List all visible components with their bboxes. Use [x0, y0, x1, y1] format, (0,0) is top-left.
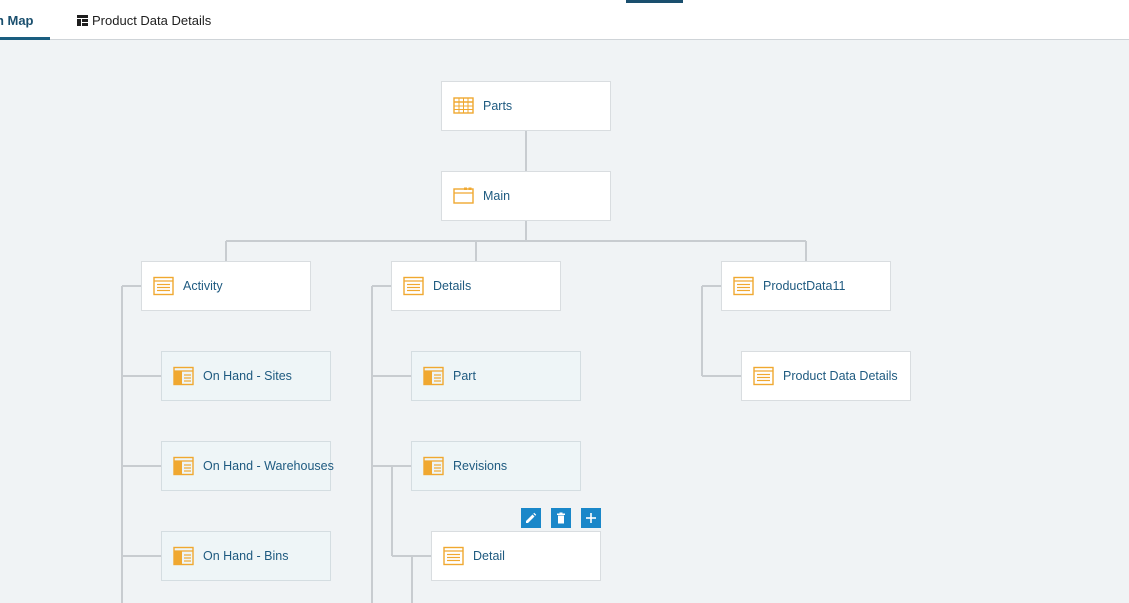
tab-label: on Map: [0, 12, 34, 28]
trash-icon: [557, 512, 565, 524]
node-label: Parts: [483, 99, 513, 113]
node-product-data-details[interactable]: Product Data Details: [741, 351, 911, 401]
node-activity[interactable]: Activity: [141, 261, 311, 311]
pencil-icon: [526, 512, 537, 523]
edit-button[interactable]: [521, 508, 541, 528]
layout-icon: [77, 14, 88, 26]
window-icon: [453, 187, 474, 204]
node-label: Revisions: [453, 459, 508, 473]
node-productdata11[interactable]: ProductData11: [721, 261, 891, 311]
node-part[interactable]: Part: [411, 351, 581, 401]
add-button[interactable]: [581, 508, 601, 528]
table-icon: [453, 97, 474, 114]
plus-icon: [586, 513, 596, 523]
node-label: ProductData11: [763, 279, 846, 293]
node-label: Activity: [183, 279, 223, 293]
tab-navigation-map[interactable]: on Map: [0, 0, 50, 40]
node-label: On Hand - Bins: [203, 549, 289, 563]
node-revisions[interactable]: Revisions: [411, 441, 581, 491]
node-label: Main: [483, 189, 511, 203]
node-detail[interactable]: Detail: [431, 531, 601, 581]
node-main[interactable]: Main: [441, 171, 611, 221]
panel-icon: [173, 456, 194, 476]
panel-icon: [423, 456, 444, 476]
panel-icon: [173, 366, 194, 386]
node-parts[interactable]: Parts: [441, 81, 611, 131]
delete-button[interactable]: [551, 508, 571, 528]
node-label: Details: [433, 279, 472, 293]
form-icon: [153, 276, 174, 296]
panel-icon: [423, 366, 444, 386]
form-icon: [733, 276, 754, 296]
node-on-hand-sites[interactable]: On Hand - Sites: [161, 351, 331, 401]
form-icon: [753, 366, 774, 386]
node-label: Product Data Details: [783, 369, 898, 383]
node-label: Detail: [473, 549, 505, 563]
top-indicator: [626, 0, 683, 3]
tab-label: Product Data Details: [92, 12, 212, 28]
node-label: Part: [453, 369, 476, 383]
form-icon: [403, 276, 424, 296]
tab-bar: on Map Product Data Details: [0, 0, 1129, 40]
tab-product-data-details[interactable]: Product Data Details: [77, 0, 211, 40]
panel-icon: [173, 546, 194, 566]
node-on-hand-warehouses[interactable]: On Hand - Warehouses: [161, 441, 334, 491]
node-label: On Hand - Warehouses: [203, 459, 334, 473]
node-on-hand-bins[interactable]: On Hand - Bins: [161, 531, 331, 581]
node-details[interactable]: Details: [391, 261, 561, 311]
node-label: On Hand - Sites: [203, 369, 292, 383]
form-icon: [443, 546, 464, 566]
